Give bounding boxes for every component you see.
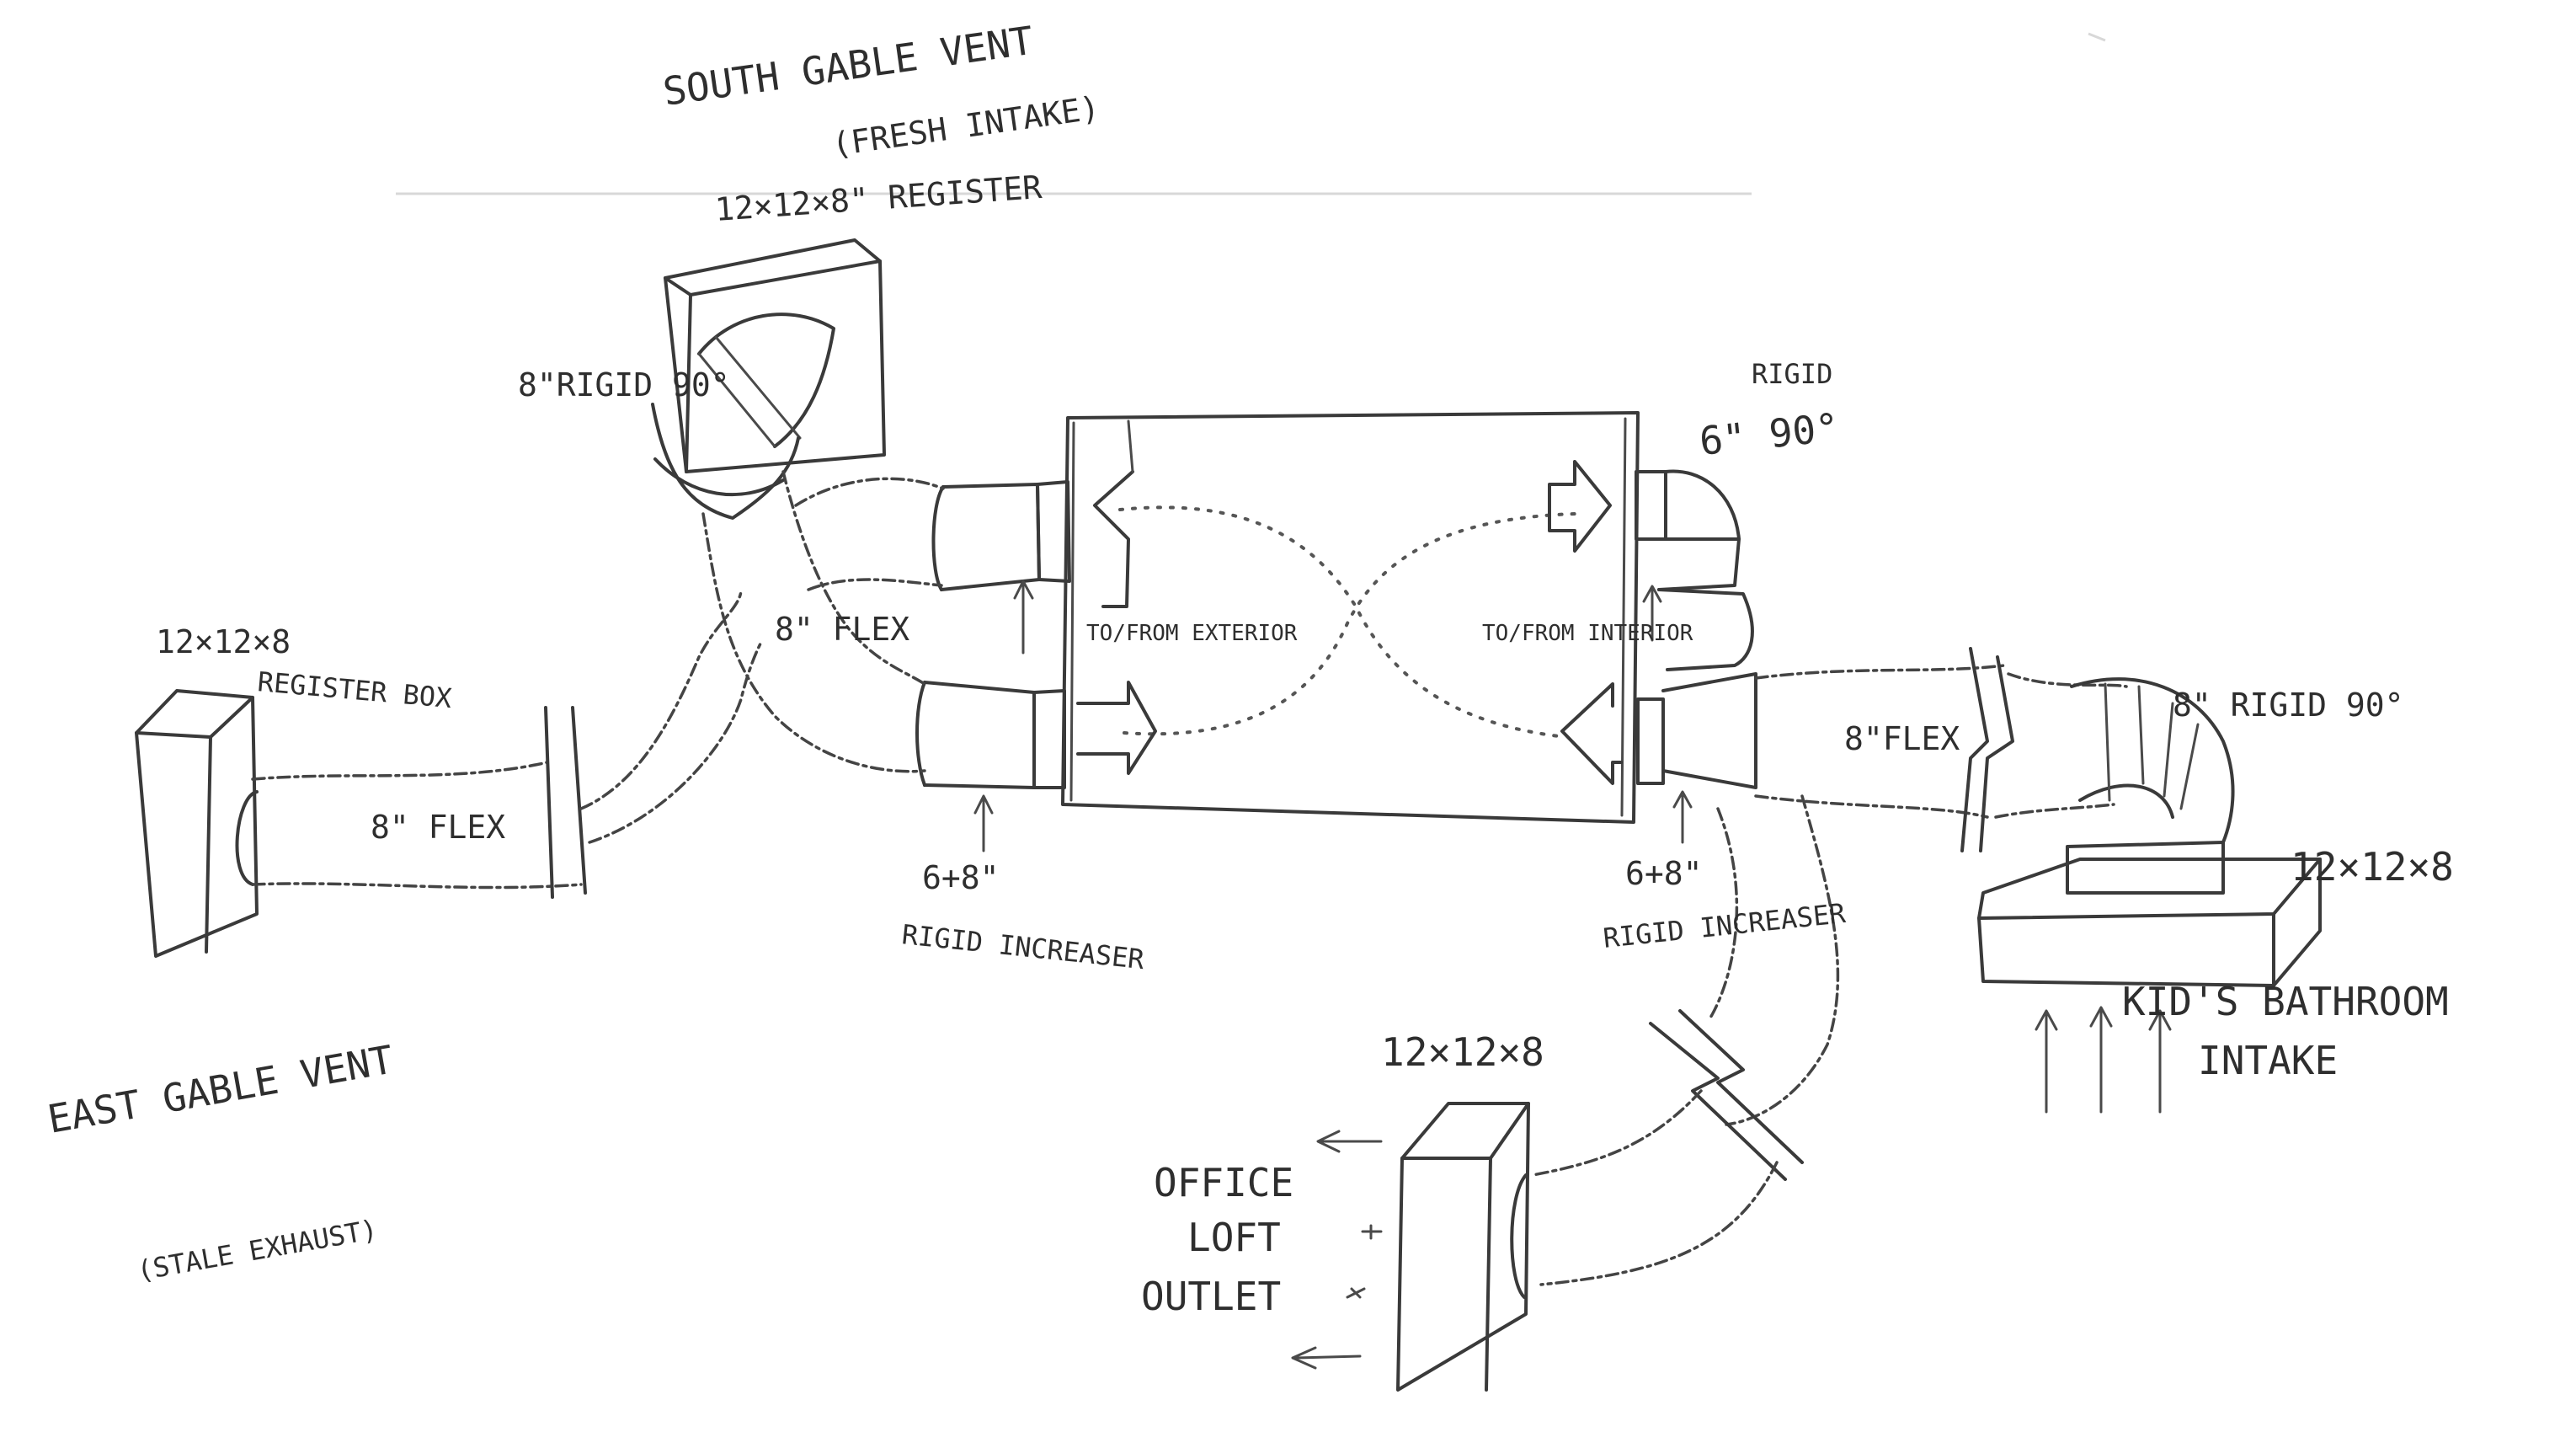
label-outlet: Outlet [1141, 1274, 1281, 1319]
east-flex-duct [251, 588, 764, 899]
office-flex-duct [1531, 794, 1840, 1286]
label-flex-south: 8" Flex [775, 611, 909, 648]
labels: South Gable Vent (Fresh Intake) 12×12×8"… [45, 18, 2454, 1319]
label-east-register-size: 12×12×8 [156, 623, 291, 660]
label-rigid-90-south: 8"Rigid 90° [518, 366, 730, 403]
label-to-from-interior: To/From Interior [1482, 621, 1693, 646]
label-rigid-6-90: 6" 90° [1698, 404, 1842, 464]
label-bath-box-size: 12×12×8 [2291, 844, 2454, 890]
label-flex-right: 8"Flex [1844, 720, 1960, 757]
bathroom-flex-duct [1754, 647, 2128, 852]
label-increaser-right: Rigid Increaser [1602, 897, 1848, 954]
south-flex-ducts [701, 470, 945, 773]
label-increaser-left-size: 6+8" [922, 859, 1000, 896]
label-increaser-right-size: 6+8" [1625, 855, 1703, 892]
label-loft: Loft [1187, 1215, 1281, 1260]
bleed-through-marks [396, 32, 2106, 195]
label-east-flex: 8" Flex [371, 809, 505, 846]
label-fresh-intake: (Fresh Intake) [829, 89, 1101, 163]
label-rigid-90-right: 8" Rigid 90° [2173, 687, 2404, 724]
label-east-gable-vent: East Gable Vent [45, 1037, 397, 1142]
airflow-paths [1118, 505, 1576, 739]
label-intake: Intake [2198, 1038, 2338, 1083]
label-stale-exhaust: (Stale Exhaust) [135, 1213, 380, 1287]
label-increaser-left: Rigid Increaser [900, 918, 1146, 975]
label-to-from-exterior: To/From Exterior [1086, 621, 1298, 646]
bathroom-box [1977, 677, 2322, 1114]
left-increasers [915, 480, 1071, 852]
label-register-box: Register Box [256, 665, 453, 714]
hrv-unit [1061, 411, 1640, 824]
east-register-box [135, 689, 259, 958]
label-rigid: Rigid [1752, 358, 1832, 390]
label-south-register: 12×12×8" Register [714, 168, 1043, 228]
south-register-box [651, 238, 886, 520]
office-box [1291, 1102, 1530, 1392]
label-south-gable-vent: South Gable Vent [660, 18, 1036, 115]
label-office: Office [1154, 1160, 1293, 1205]
label-kids-bathroom: Kid's Bathroom [2122, 979, 2449, 1024]
port-arrows [1076, 419, 1623, 785]
label-office-box-size: 12×12×8 [1381, 1029, 1544, 1075]
right-increasers [1635, 469, 1757, 844]
